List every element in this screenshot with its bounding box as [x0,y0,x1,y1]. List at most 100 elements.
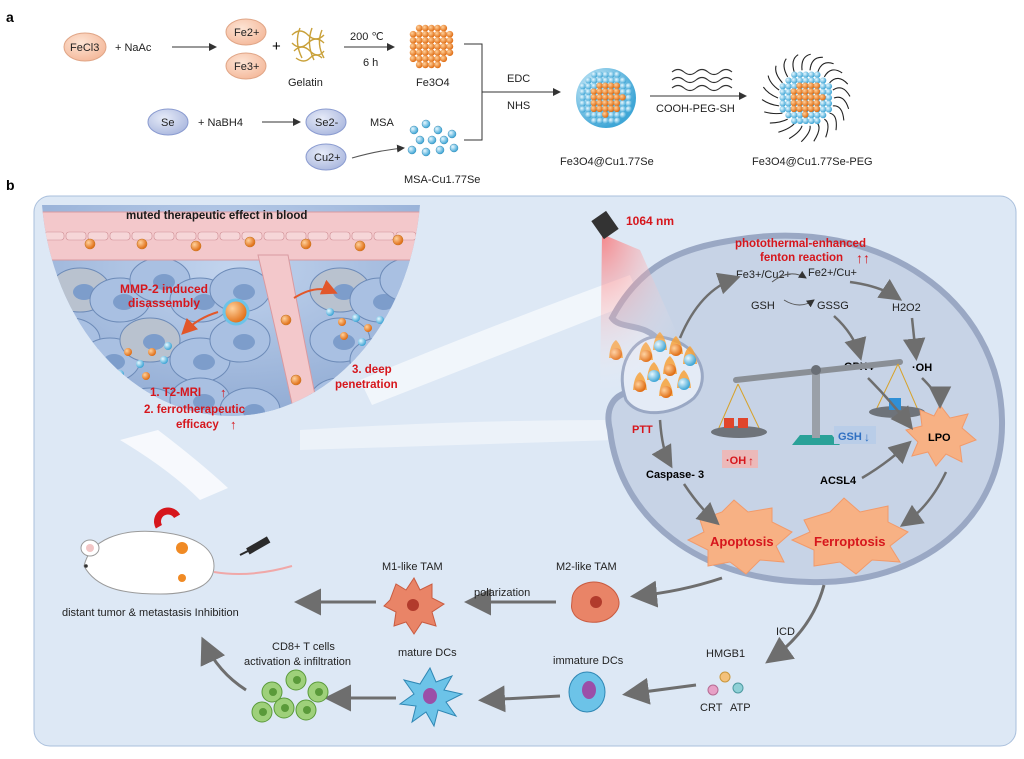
peg-chain [823,69,843,78]
acsl4-label: ACSL4 [820,475,857,487]
laser-device-icon [591,210,619,240]
particle [802,111,809,118]
cuse-dot [433,125,443,135]
circulating-nanoparticles [84,234,404,386]
particle [802,117,809,125]
particle [428,49,435,56]
particle [608,117,615,125]
cuse-dot [449,143,459,153]
particle [602,99,609,107]
particle [819,77,827,84]
arrow-cell-m2 [630,576,723,608]
particle [434,24,441,32]
arrow-disassembly [181,311,219,335]
particle [802,88,809,95]
particle [579,94,586,102]
pegylated-nanoparticle-icon [761,53,851,143]
particle [440,55,448,63]
particle [602,77,609,84]
particle [409,43,417,50]
ferroptosis-burst [790,497,909,575]
peg-chain [762,86,779,99]
particle [791,117,798,125]
tumor-cell-nucleus [373,294,395,310]
oh-balance-label: ·OH [726,455,746,467]
fe3o4-np [124,348,132,356]
photo-line2: fenton reaction [760,252,843,264]
ferro-line2: efficacy [176,419,219,431]
t-cell-nucleus [315,688,323,696]
arrow-cell-icd [765,584,826,664]
particle [608,77,615,84]
particle [421,30,429,38]
particle [591,117,598,125]
tumor-cell-nucleus [73,284,95,300]
peg-chain [788,125,803,140]
particle [613,99,620,107]
up-arrow-mri: ↑ [220,385,227,400]
msa-cuse-dots-icon [407,119,459,157]
particle [415,49,423,56]
tumor-cell-nucleus [193,394,215,410]
peg-chain [809,56,823,71]
atp-label: ATP [730,702,751,714]
particle [813,99,820,107]
particle [779,106,786,113]
fe3o4-np [364,324,372,332]
peg-chain [832,105,845,121]
nabh4-label: + NaBH4 [198,117,243,129]
particle [585,106,592,113]
particle [808,111,815,119]
temp-label: 200 ℃ [350,31,384,43]
particle [440,49,448,56]
particle [409,36,417,44]
arrow-gssg-gpx4 [833,315,867,361]
particle [591,111,598,119]
beam-left [120,430,228,500]
arrow-tcell-distant [200,636,247,692]
particle [808,77,815,84]
circulating-np [84,238,96,250]
particle [796,88,803,95]
particle [819,106,827,113]
particle [428,24,435,32]
particle [814,111,821,119]
particle [421,61,429,69]
particle [440,43,448,50]
particle [785,111,792,119]
particle [590,99,597,107]
blood-label: muted therapeutic effect in blood [126,210,307,222]
tumor-cell-nucleus [333,284,355,300]
fe3o4-nanoparticle-icon [409,24,454,69]
particle [428,36,435,44]
magnet-icon [154,507,181,529]
cuse-dot [407,145,417,155]
endothelial-cell [329,231,351,241]
up-arrow-ferro: ↑ [230,417,237,432]
particle [607,105,615,113]
particle [446,49,454,56]
peg-chain [767,75,780,91]
deep-line1: 3. deep [352,364,392,376]
particle [813,88,820,95]
mature-dc-nucleus [423,688,437,704]
particle [814,117,821,125]
cuse-dot [439,135,449,145]
particle [440,36,448,44]
circulating-np [190,240,202,252]
particle [415,61,423,69]
cuse-dot [409,125,419,135]
particle [796,111,804,119]
particle [802,77,809,84]
particle [819,100,827,107]
particle [607,82,615,89]
mmp2-line2: disassembly [128,296,200,310]
laser-beam [600,234,702,392]
se-bubble [147,108,189,136]
immature-dc-nucleus [582,681,596,699]
particle [791,71,798,78]
particle [619,111,627,119]
endothelial-cell [285,231,307,241]
panel-a-label: a [6,9,14,25]
endothelial-cell [43,231,65,241]
